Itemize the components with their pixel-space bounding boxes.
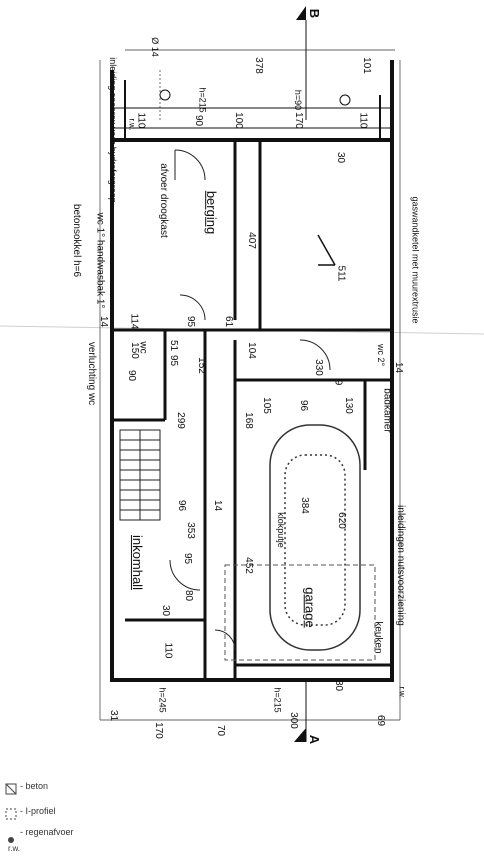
note-wc2: wc 2° <box>376 343 387 367</box>
dim-101: 101 <box>360 57 372 74</box>
note-betonsokkel: betonsokkel h=6 <box>71 203 83 278</box>
room-inkomhall: inkomhall <box>129 535 145 590</box>
legend-profiel: - I-profiel <box>20 806 56 816</box>
note-pipe: Ø 14 <box>149 37 160 57</box>
dim-14-c: 14 <box>212 499 224 512</box>
dim-168: 168 <box>242 412 254 429</box>
dim-70: 70 <box>215 724 227 737</box>
dim-511: 511 <box>335 265 347 282</box>
dim-h215-top: h=215 <box>197 87 208 113</box>
dim-90-b: 90 <box>126 369 138 382</box>
section-label-a: A <box>307 734 323 745</box>
dim-130: 130 <box>342 397 354 414</box>
dim-353: 353 <box>184 522 196 539</box>
dim-95-a: 95 <box>185 315 197 328</box>
dim-110-a: 110 <box>135 112 147 129</box>
dim-299: 299 <box>174 412 186 429</box>
dim-104: 104 <box>245 342 257 359</box>
dim-378: 378 <box>252 57 264 74</box>
dim-h215-bottom: h=215 <box>272 687 283 713</box>
dim-14-a: 14 <box>98 315 110 328</box>
legend-profiel-symbol <box>5 808 17 820</box>
room-berging: berging <box>204 190 220 235</box>
dim-96-b: 96 <box>176 499 188 512</box>
dim-620: 620 <box>335 512 347 529</box>
interior-walls <box>112 140 392 680</box>
dim-300: 300 <box>287 712 299 729</box>
dim-69: 69 <box>375 714 387 727</box>
dim-384: 384 <box>298 497 310 514</box>
dim-452: 452 <box>242 557 254 574</box>
legend-fw: r.w. <box>8 844 21 853</box>
dim-150: 150 <box>128 342 140 359</box>
pipe-circle-right <box>339 94 351 106</box>
dim-152: 152 <box>195 357 207 374</box>
note-gaswandketel: gaswandketel met muurextrusie <box>410 196 421 324</box>
dim-96-a: 96 <box>298 399 310 412</box>
dim-h90: h=90 <box>293 89 304 111</box>
note-verluchting-wc: verluchting wc <box>86 341 98 406</box>
note-handwasbak: wc 1° handwasbak 1° <box>94 212 106 309</box>
top-wing <box>112 80 392 140</box>
legend-beton-hatch <box>5 783 17 795</box>
section-marker-b <box>296 6 307 120</box>
room-keuken: keuken <box>372 621 384 654</box>
legend-beton-symbol <box>5 783 17 795</box>
dim-30-b: 30 <box>160 604 172 617</box>
legend-beton: - beton <box>20 781 49 791</box>
dim-114: 114 <box>128 313 140 330</box>
dim-30-a: 30 <box>335 151 347 164</box>
car-outline <box>269 424 361 651</box>
note-afvoer-droogkast: afvoer droogkast <box>157 163 169 238</box>
dim-14-b: 14 <box>393 361 405 374</box>
dim-100: 100 <box>232 112 244 129</box>
dim-90-a: 90 <box>193 114 205 127</box>
pipe-circle <box>159 89 171 101</box>
slope-mark <box>317 234 336 266</box>
note-nutsvoorziening: inleidingen nutsvoorziening <box>394 505 406 626</box>
dim-95-b: 95 <box>168 354 180 367</box>
dim-110-c: 110 <box>162 642 174 659</box>
dim-407: 407 <box>245 232 257 249</box>
note-socarex: inleiding socarex voor hydroforgroep <box>107 57 118 203</box>
dim-31: 31 <box>108 709 120 722</box>
section-marker-a <box>294 680 307 742</box>
note-rw-bottom: r.w. <box>397 686 407 699</box>
dim-110-b: 110 <box>357 112 369 129</box>
dim-h245: h=245 <box>157 687 168 713</box>
dim-95-c: 95 <box>182 552 194 565</box>
dim-105: 105 <box>260 397 272 414</box>
staircase <box>119 429 161 521</box>
dim-170-b: 170 <box>152 722 164 739</box>
dim-61: 61 <box>223 315 235 328</box>
dim-51: 51 <box>168 339 180 352</box>
door-swings <box>169 149 331 651</box>
dim-30-c: 30 <box>333 679 345 692</box>
dim-330: 330 <box>312 359 324 376</box>
garage-zone <box>224 564 376 661</box>
legend-regenafvoer-symbol <box>8 837 14 843</box>
dimension-lines <box>99 49 401 721</box>
room-badkamer: badkamer <box>381 388 393 433</box>
dim-170-a: 170 <box>292 112 304 129</box>
dim-80: 80 <box>183 589 195 602</box>
section-label-b: B <box>307 8 323 19</box>
outer-walls <box>110 60 394 682</box>
legend-regenafvoer: - regenafvoer <box>20 827 74 837</box>
dim-9: 9 <box>332 379 344 386</box>
room-garage: garage <box>302 587 318 628</box>
note-klokputje: klokputje <box>275 512 286 548</box>
